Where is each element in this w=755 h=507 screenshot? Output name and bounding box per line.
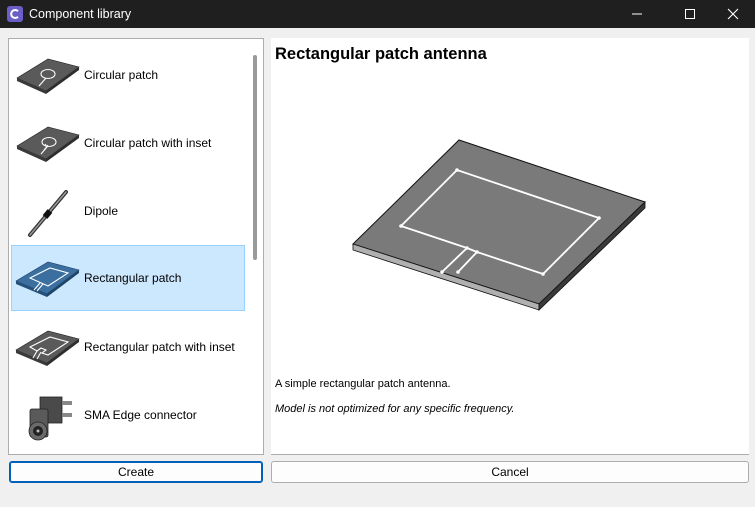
circular-patch-inset-icon [14,111,80,177]
preview-note: Model is not optimized for any specific … [275,403,515,415]
maximize-icon [685,9,695,19]
cancel-button[interactable]: Cancel [271,461,749,483]
sma-connector-icon [14,383,80,449]
list-item-label: Circular patch [84,68,159,82]
list-item-dipole[interactable]: Dipole [11,178,245,244]
list-item-sma-connector[interactable]: SMA Edge connector [11,382,245,448]
minimize-button[interactable] [614,0,660,28]
dipole-icon [14,179,80,245]
list-item-label: Rectangular patch [84,271,182,285]
list-item-circular-patch-inset[interactable]: Circular patch with inset [11,110,245,176]
component-list[interactable]: Circular patch Circular patch with inset… [8,38,264,455]
close-button[interactable] [710,0,755,28]
app-logo-icon [7,6,23,22]
list-item-label: SMA Edge connector [84,408,197,422]
rectangular-patch-preview-image [341,128,661,328]
preview-panel: Rectangular patch antenna A simple recta… [271,38,749,455]
list-item-circular-patch[interactable]: Circular patch [11,42,245,108]
title-bar: Component library [0,0,755,28]
list-item-rectangular-patch-inset[interactable]: Rectangular patch with inset [11,314,245,380]
preview-description: A simple rectangular patch antenna. [275,378,451,390]
preview-title: Rectangular patch antenna [275,45,487,63]
close-icon [727,8,739,20]
list-item-label: Rectangular patch with inset [84,340,235,354]
minimize-icon [632,13,642,15]
rectangular-patch-icon [14,246,80,312]
list-scrollbar[interactable] [253,55,257,260]
circular-patch-icon [14,43,80,109]
window-title: Component library [29,7,132,21]
list-item-label: Circular patch with inset [84,136,212,150]
create-button[interactable]: Create [9,461,263,483]
rectangular-patch-inset-icon [14,315,80,381]
maximize-button[interactable] [667,0,713,28]
list-item-rectangular-patch[interactable]: Rectangular patch [11,245,245,311]
list-item-label: Dipole [84,204,119,218]
